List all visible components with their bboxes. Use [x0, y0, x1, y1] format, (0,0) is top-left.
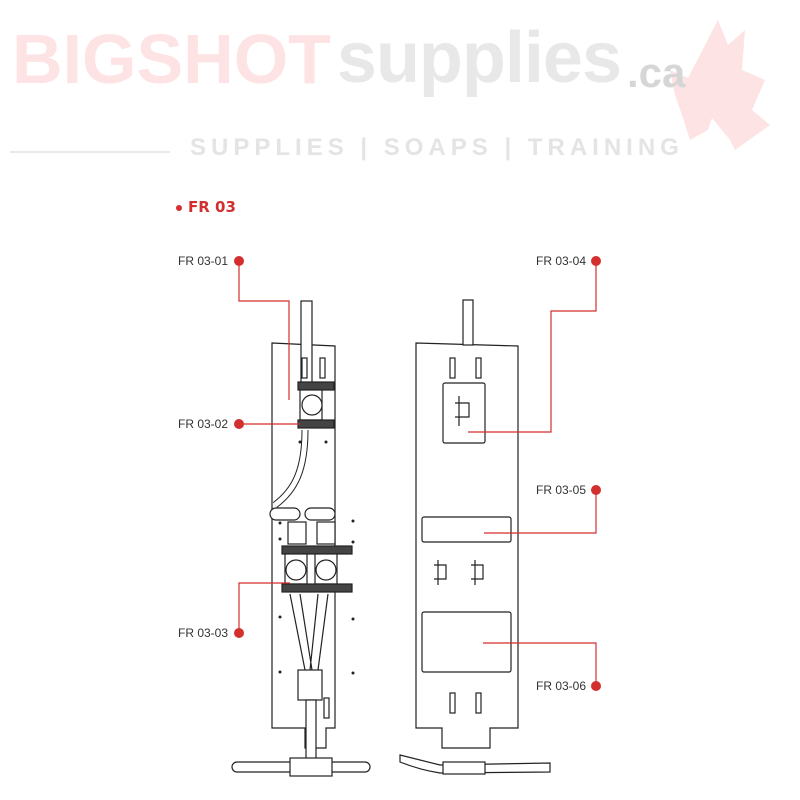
callout-label: FR 03-05	[536, 483, 587, 497]
logo-tld: .ca	[626, 49, 686, 96]
page-title: FR 03	[188, 198, 236, 216]
right-panel-back	[399, 299, 551, 775]
callout-label: FR 03-01	[178, 254, 229, 268]
leader-03-03	[238, 582, 290, 633]
callout-dot-03-03	[234, 628, 244, 638]
leader-03-01	[238, 261, 290, 400]
callout-dot-03-01	[234, 256, 244, 266]
leader-03-05	[484, 490, 597, 534]
tagline-rule	[10, 151, 170, 153]
logo-brand: BIGSHOT	[12, 20, 331, 98]
callout-dot-03-02	[234, 419, 244, 429]
callout-label: FR 03-06	[536, 679, 587, 693]
logo-tagline: SUPPLIES | SOAPS | TRAINING	[190, 134, 684, 161]
left-panel-front	[231, 300, 371, 777]
callout-label: FR 03-02	[178, 417, 229, 431]
callout-dot-03-05	[591, 485, 601, 495]
callout-dot-03-06	[591, 681, 601, 691]
callout-dot-03-04	[591, 256, 601, 266]
title-bullet	[176, 205, 182, 211]
logo: BIGSHOT supplies .ca	[12, 22, 685, 94]
logo-name: supplies	[336, 18, 622, 98]
callout-label: FR 03-04	[536, 254, 587, 268]
callout-label: FR 03-03	[178, 626, 229, 640]
leader-03-06	[483, 642, 597, 686]
callout-leaders	[238, 261, 597, 686]
leader-03-04	[468, 261, 597, 433]
